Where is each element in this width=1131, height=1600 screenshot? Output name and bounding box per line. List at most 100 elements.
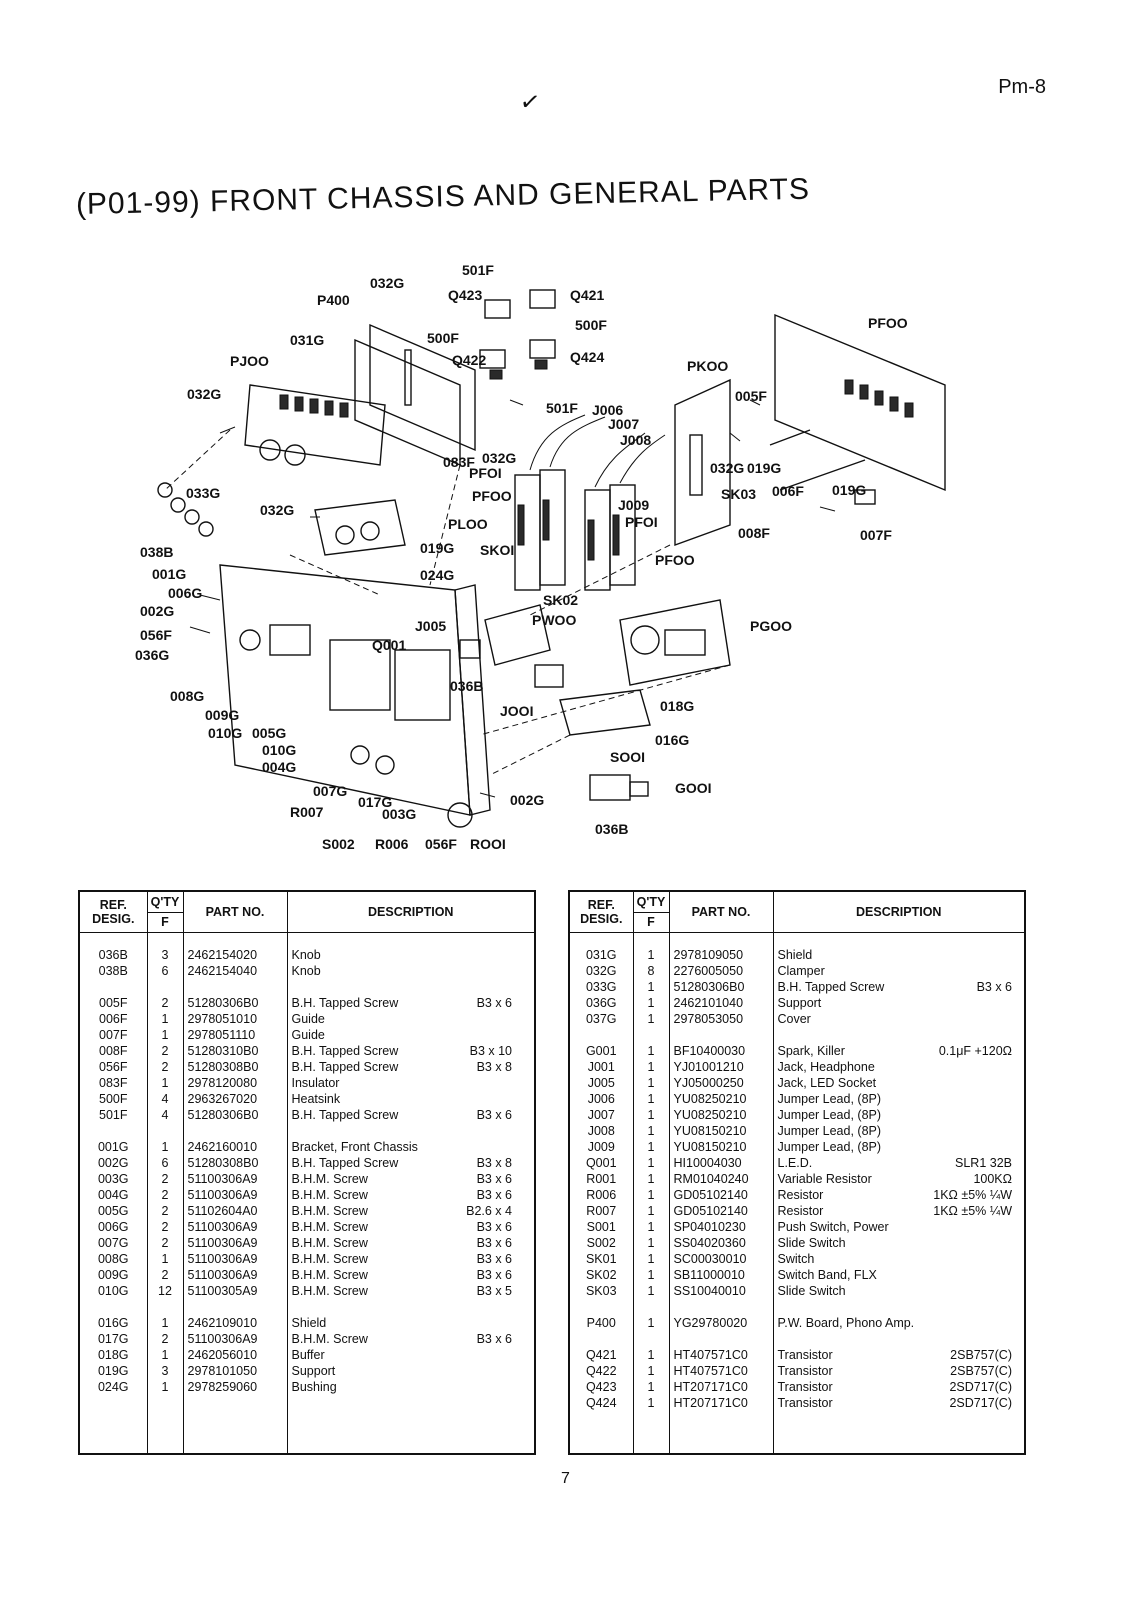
cell-qty: 1 <box>147 1027 184 1043</box>
description-text: B.H.M. Screw <box>291 1188 368 1202</box>
description-text: Slide Switch <box>777 1284 846 1298</box>
diagram-label: 036B <box>595 821 628 837</box>
cell-qty: 1 <box>633 1283 670 1299</box>
description-text: Resistor <box>777 1188 824 1202</box>
description-spec: 1KΩ ±5% ¼W <box>933 1188 1012 1202</box>
cell-qty: 2 <box>147 1187 184 1203</box>
description-text: P.W. Board, Phono Amp. <box>777 1316 915 1330</box>
description-spec <box>1012 1059 1020 1075</box>
diagram-label: SK03 <box>721 486 756 502</box>
description-text: B.H. Tapped Screw <box>291 1044 399 1058</box>
description-spec: 1KΩ ±5% ¼W <box>933 1204 1012 1218</box>
diagram-label: 036B <box>450 678 483 694</box>
cell-description: B.H.M. Screw B3 x 6 <box>287 1187 535 1203</box>
diagram-drawing <box>157 289 946 828</box>
cell-ref: 036G <box>569 995 634 1011</box>
description-spec: B3 x 6 <box>976 980 1012 994</box>
description-text: Knob <box>291 948 321 962</box>
description-text: Buffer <box>291 1348 325 1362</box>
description-spec: B3 x 6 <box>476 1108 512 1122</box>
description-spec <box>512 1315 530 1331</box>
cell-part-no: HT407571C0 <box>669 1363 774 1379</box>
cell-qty: 1 <box>633 1363 670 1379</box>
cell-ref: 033G <box>569 979 634 995</box>
cell-description: P.W. Board, Phono Amp. <box>773 1299 1025 1331</box>
cell-description: Jumper Lead, (8P) <box>773 1107 1025 1123</box>
cell-description: Shield <box>287 1299 535 1331</box>
cell-ref: 017G <box>79 1331 148 1347</box>
cell-part-no: GD05102140 <box>669 1187 774 1203</box>
cell-ref: 019G <box>79 1363 148 1379</box>
cell-ref: 056F <box>79 1059 148 1075</box>
cell-ref: 005F <box>79 979 148 1011</box>
description-text: Switch <box>777 1252 815 1266</box>
cell-ref: R007 <box>569 1203 634 1219</box>
cell-part-no: SC00030010 <box>669 1251 774 1267</box>
cell-part-no: 51100306A9 <box>183 1331 288 1347</box>
description-spec: 2SB757(C) <box>950 1348 1012 1362</box>
cell-qty: 1 <box>633 1203 670 1219</box>
diagram-label: 010G <box>208 725 242 741</box>
cell-part-no: 2978053050 <box>669 1011 774 1027</box>
cell-part-no: 51280308B0 <box>183 1059 288 1075</box>
description-spec: B3 x 6 <box>476 1188 512 1202</box>
description-text: Knob <box>291 964 321 978</box>
description-spec <box>512 1139 530 1155</box>
diagram-label: 032G <box>187 386 221 402</box>
col-part-no: PART NO. <box>183 891 288 933</box>
diagram-label: PFOO <box>868 315 908 331</box>
cell-ref: 007G <box>79 1235 148 1251</box>
description-text: Jumper Lead, (8P) <box>777 1140 882 1154</box>
description-spec <box>1012 1075 1020 1091</box>
diagram-label: 010G <box>262 742 296 758</box>
cell-qty: 3 <box>147 1363 184 1379</box>
cell-part-no: GD05102140 <box>669 1203 774 1219</box>
diagram-label: SOOI <box>610 749 645 765</box>
cell-qty: 1 <box>633 1395 670 1411</box>
cell-part-no: 2462101040 <box>669 995 774 1011</box>
description-text: Spark, Killer <box>777 1044 845 1058</box>
cell-qty: 1 <box>633 1139 670 1155</box>
diagram-label: 005G <box>252 725 286 741</box>
cell-description: Insulator <box>287 1075 535 1091</box>
cell-part-no: 51280306B0 <box>183 979 288 1011</box>
cell-ref: 008F <box>79 1043 148 1059</box>
description-spec <box>1012 947 1020 963</box>
diagram-label: 007F <box>860 527 892 543</box>
cell-qty: 2 <box>147 1235 184 1251</box>
description-spec: B3 x 6 <box>476 1236 512 1250</box>
diagram-label: J005 <box>415 618 446 634</box>
diagram-label: 008G <box>170 688 204 704</box>
cell-ref: SK03 <box>569 1283 634 1299</box>
col-ref: REF. DESIG. <box>569 891 634 933</box>
cell-part-no: 2462154040 <box>183 963 288 979</box>
diagram-label: Q424 <box>570 349 604 365</box>
cell-ref: 016G <box>79 1299 148 1331</box>
cell-description: Slide Switch <box>773 1235 1025 1251</box>
cell-part-no: BF10400030 <box>669 1027 774 1059</box>
cell-qty: 1 <box>633 1107 670 1123</box>
description-spec: 2SD717(C) <box>949 1396 1012 1410</box>
diagram-label: PGOO <box>750 618 792 634</box>
description-spec <box>512 1091 530 1107</box>
